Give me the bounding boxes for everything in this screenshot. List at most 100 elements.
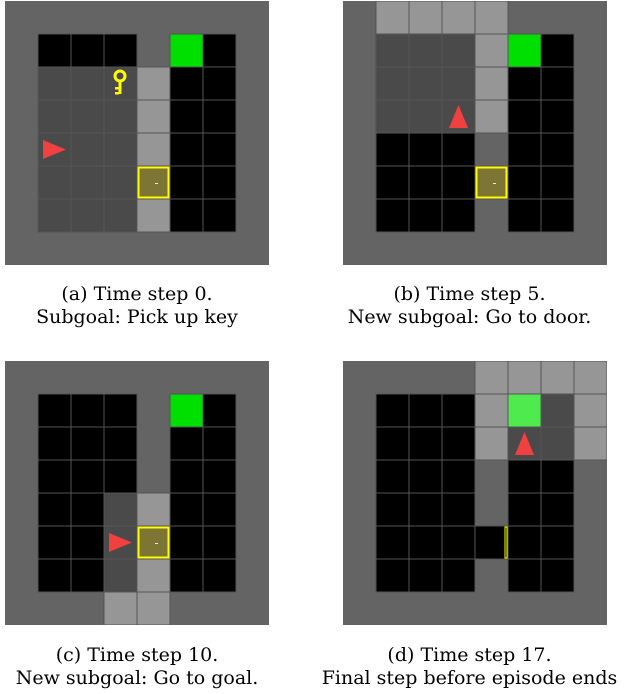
floor-cell <box>573 426 607 461</box>
floor-cell <box>540 361 575 395</box>
key-icon <box>113 69 127 95</box>
gridworld-b: - <box>343 1 607 265</box>
floor-cell <box>103 198 138 233</box>
caption-a-line2: Subgoal: Pick up key <box>36 306 238 328</box>
floor-cell <box>474 426 509 461</box>
floor-cell <box>169 132 204 167</box>
floor-cell <box>540 99 575 134</box>
panel-a: - <box>5 1 269 265</box>
panel-b: - <box>343 1 607 265</box>
floor-cell <box>540 393 575 428</box>
floor-cell <box>37 198 72 233</box>
floor-cell <box>441 1 476 35</box>
floor-cell <box>507 99 542 134</box>
floor-cell <box>169 558 204 593</box>
floor-cell <box>408 198 443 233</box>
floor-cell <box>507 558 542 593</box>
floor-cell <box>540 132 575 167</box>
floor-cell <box>70 459 105 494</box>
floor-cell <box>70 558 105 593</box>
floor-cell <box>540 165 575 200</box>
floor-cell <box>540 426 575 461</box>
floor-cell <box>136 591 171 625</box>
floor-cell <box>37 525 72 560</box>
floor-cell <box>408 558 443 593</box>
floor-cell <box>202 459 237 494</box>
floor-cell <box>507 361 542 395</box>
floor-cell <box>408 525 443 560</box>
floor-cell <box>375 165 410 200</box>
floor-cell <box>375 426 410 461</box>
floor-cell <box>70 393 105 428</box>
floor-cell <box>441 132 476 167</box>
floor-cell <box>169 426 204 461</box>
floor-cell <box>37 66 72 101</box>
floor-cell <box>70 99 105 134</box>
floor-cell <box>573 393 607 428</box>
floor-cell <box>507 459 542 494</box>
floor-cell <box>103 33 138 68</box>
floor-cell <box>375 99 410 134</box>
floor-cell <box>70 426 105 461</box>
floor-cell <box>441 426 476 461</box>
floor-cell <box>540 66 575 101</box>
agent-triangle-icon <box>109 533 132 552</box>
floor-cell <box>441 66 476 101</box>
floor-cell <box>507 492 542 527</box>
floor-cell <box>474 66 509 101</box>
floor-cell <box>441 33 476 68</box>
floor-cell <box>408 66 443 101</box>
door-cell <box>474 525 509 560</box>
floor-cell <box>169 459 204 494</box>
agent-triangle-icon <box>43 140 66 159</box>
caption-b: (b) Time step 5. New subgoal: Go to door… <box>313 283 626 329</box>
floor-cell <box>37 99 72 134</box>
floor-cell <box>408 1 443 35</box>
floor-cell <box>540 492 575 527</box>
floor-cell <box>507 132 542 167</box>
floor-cell <box>375 33 410 68</box>
floor-cell <box>507 198 542 233</box>
floor-cell <box>441 393 476 428</box>
floor-cell <box>202 99 237 134</box>
floor-cell <box>103 99 138 134</box>
floor-cell <box>441 525 476 560</box>
caption-b-line1: (b) Time step 5. <box>393 283 546 305</box>
floor-cell <box>408 426 443 461</box>
floor-cell <box>375 1 410 35</box>
floor-cell <box>474 1 509 35</box>
door-symbol: - <box>155 177 159 190</box>
caption-d-line2: Final step before episode ends <box>321 667 618 689</box>
floor-cell <box>202 558 237 593</box>
floor-cell <box>202 132 237 167</box>
floor-cell <box>70 132 105 167</box>
floor-cell <box>540 525 575 560</box>
floor-cell <box>103 393 138 428</box>
floor-cell <box>408 165 443 200</box>
caption-a-line1: (a) Time step 0. <box>61 283 213 305</box>
floor-cell <box>408 33 443 68</box>
floor-cell <box>441 198 476 233</box>
caption-b-line2: New subgoal: Go to door. <box>347 306 592 328</box>
floor-cell <box>37 393 72 428</box>
caption-a: (a) Time step 0. Subgoal: Pick up key <box>0 283 274 329</box>
floor-cell <box>507 165 542 200</box>
floor-cell <box>441 459 476 494</box>
floor-cell <box>202 393 237 428</box>
floor-cell <box>507 525 542 560</box>
floor-cell <box>136 558 171 593</box>
floor-cell <box>202 525 237 560</box>
caption-c-line2: New subgoal: Go to goal. <box>15 667 259 689</box>
floor-cell <box>202 426 237 461</box>
floor-cell <box>70 165 105 200</box>
floor-cell <box>169 165 204 200</box>
floor-cell <box>202 66 237 101</box>
floor-cell <box>540 198 575 233</box>
floor-cell <box>375 492 410 527</box>
floor-cell <box>375 132 410 167</box>
goal-cell <box>507 393 542 428</box>
floor-cell <box>103 591 138 625</box>
floor-cell <box>202 198 237 233</box>
floor-cell <box>375 198 410 233</box>
floor-cell <box>202 165 237 200</box>
